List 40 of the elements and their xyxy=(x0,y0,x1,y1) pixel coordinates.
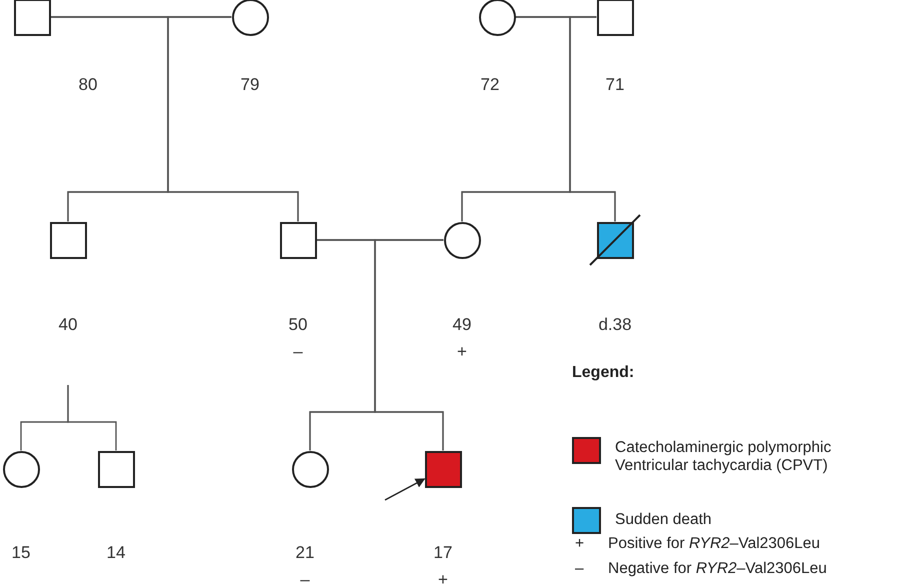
legend-text: Negative for RYR2–Val2306Leu xyxy=(608,560,827,578)
age-label: 80 xyxy=(78,75,98,95)
proband-arrow xyxy=(384,478,426,501)
female-symbol xyxy=(2,450,40,488)
genotype-sign: – xyxy=(300,570,310,586)
genotype-sign: + xyxy=(457,342,467,362)
age-label: 17 xyxy=(434,543,452,563)
genotype-sign: – xyxy=(575,560,584,578)
age-label: 14 xyxy=(106,543,126,563)
male-symbol xyxy=(596,0,634,36)
legend-title: Legend: xyxy=(572,364,634,382)
female-symbol xyxy=(444,222,480,258)
pedigree-line xyxy=(569,16,616,222)
genotype-sign: + xyxy=(438,570,448,586)
age-label: 50 xyxy=(288,315,308,335)
age-label: 21 xyxy=(296,543,314,563)
legend-text: Catecholaminergic polymorphic Ventricular tachycardia (CPVT) xyxy=(615,439,832,475)
age-label: 79 xyxy=(240,75,260,95)
age-label: d.38 xyxy=(598,315,632,335)
genotype-sign: + xyxy=(575,535,584,553)
genotype-sign: – xyxy=(293,342,303,362)
male-symbol xyxy=(14,0,50,36)
male-symbol xyxy=(50,222,86,258)
female-symbol xyxy=(292,450,328,488)
legend-text: Sudden death xyxy=(615,511,712,529)
pedigree-line xyxy=(67,385,117,450)
legend-text: Positive for RYR2–Val2306Leu xyxy=(608,535,820,553)
pedigree-line xyxy=(374,239,444,450)
male-symbol xyxy=(98,450,134,488)
age-label: 15 xyxy=(12,543,30,563)
female-symbol xyxy=(232,0,268,36)
affected-male-symbol xyxy=(596,222,634,258)
age-label: 49 xyxy=(452,315,472,335)
male-symbol xyxy=(280,222,316,258)
affected-male-symbol xyxy=(424,450,462,488)
female-symbol xyxy=(478,0,516,36)
pedigree-line xyxy=(167,16,299,222)
age-label: 71 xyxy=(606,75,624,95)
age-label: 40 xyxy=(58,315,78,335)
age-label: 72 xyxy=(480,75,500,95)
